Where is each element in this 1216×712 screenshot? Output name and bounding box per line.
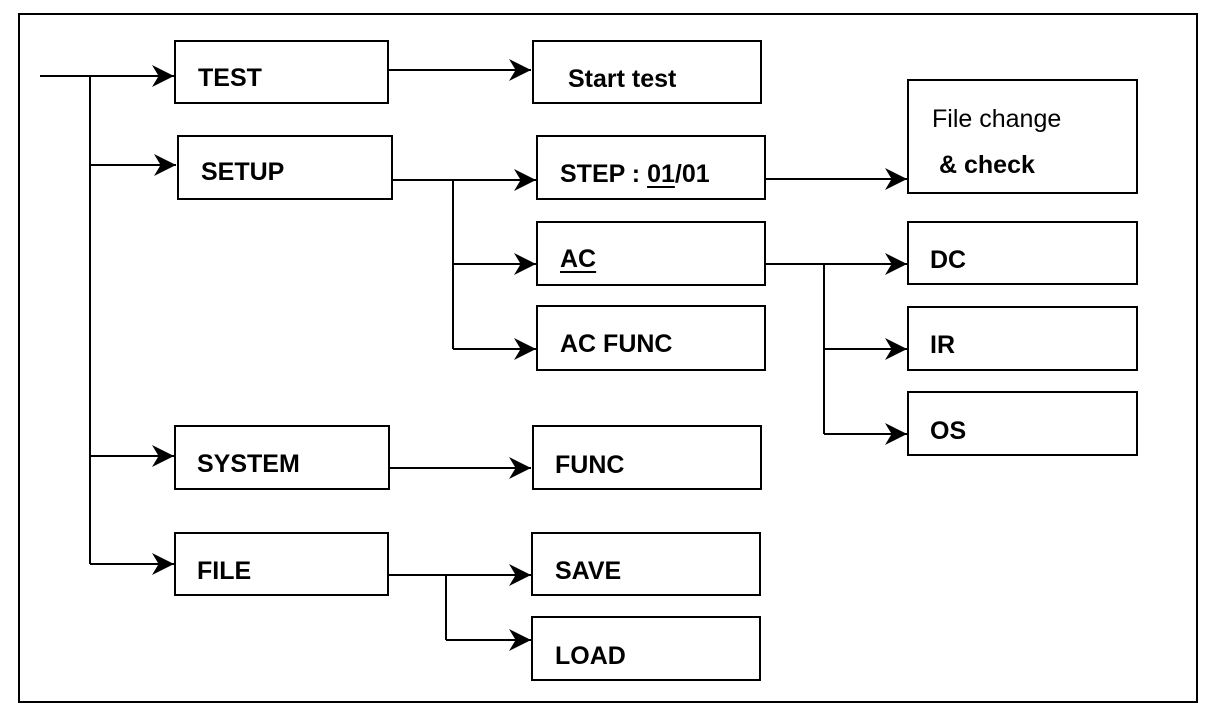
- dc-label: DC: [930, 246, 967, 274]
- system-label: SYSTEM: [197, 450, 300, 478]
- test-box: TEST: [174, 40, 389, 104]
- step-label: STEP : 01/01: [560, 162, 710, 187]
- diagram-frame: [18, 13, 1198, 703]
- file-change-line2: & check: [939, 151, 1035, 179]
- dc-box: DC: [907, 221, 1138, 285]
- file-label: FILE: [197, 557, 252, 585]
- load-label: LOAD: [555, 642, 626, 670]
- ac-func-box: AC FUNC: [536, 305, 766, 371]
- test-label: TEST: [198, 64, 262, 92]
- os-label: OS: [930, 417, 967, 445]
- system-box: SYSTEM: [174, 425, 390, 490]
- file-change-line1: File change: [932, 105, 1062, 133]
- ac-label: AC: [560, 245, 597, 273]
- os-box: OS: [907, 391, 1138, 456]
- step-box: STEP : 01/01: [536, 135, 766, 200]
- step-suffix: /01: [674, 160, 710, 188]
- start-test-box: Start test: [532, 40, 762, 104]
- func-label: FUNC: [555, 451, 625, 479]
- save-box: SAVE: [531, 532, 761, 596]
- step-prefix: STEP :: [560, 160, 648, 188]
- ir-label: IR: [930, 331, 955, 359]
- func-box: FUNC: [532, 425, 762, 490]
- step-current: 01: [647, 160, 675, 188]
- save-label: SAVE: [555, 557, 622, 585]
- ac-func-label: AC FUNC: [560, 330, 673, 358]
- setup-label: SETUP: [201, 158, 285, 186]
- file-box: FILE: [174, 532, 389, 596]
- ir-box: IR: [907, 306, 1138, 371]
- setup-box: SETUP: [177, 135, 393, 200]
- ac-box: AC: [536, 221, 766, 286]
- start-test-label: Start test: [568, 65, 677, 93]
- file-change-box: File change & check: [907, 79, 1138, 194]
- load-box: LOAD: [531, 616, 761, 681]
